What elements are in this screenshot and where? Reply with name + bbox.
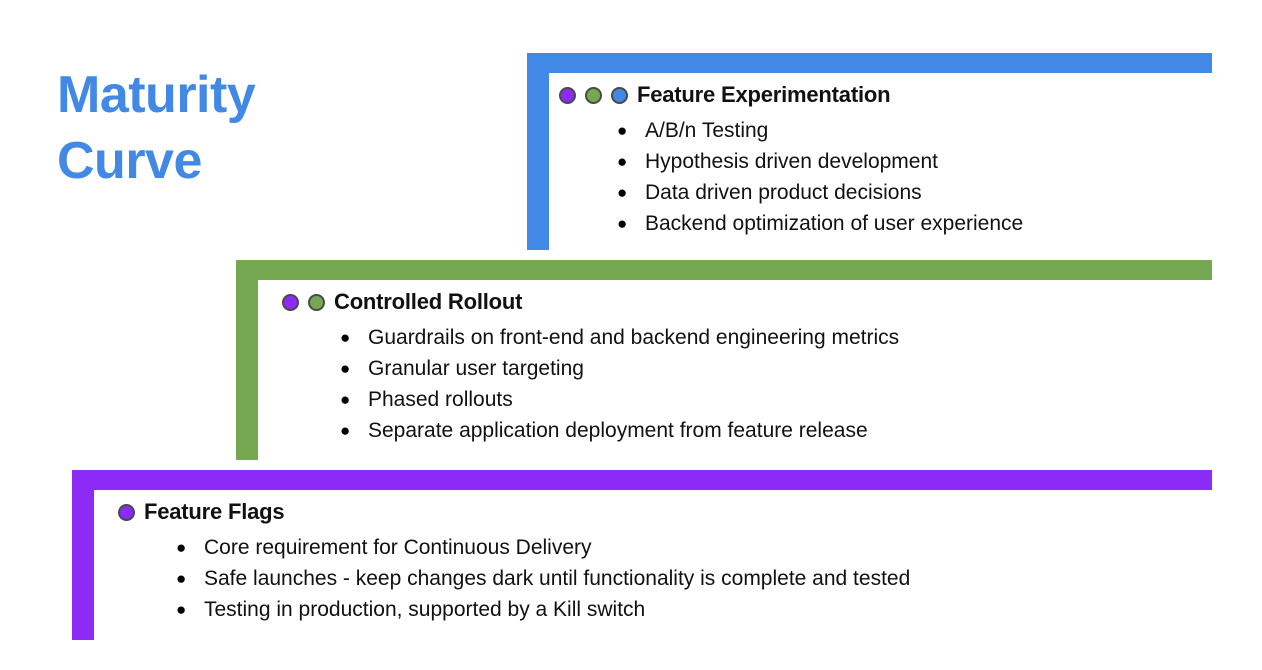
- tier-bullet-list: ● Core requirement for Continuous Delive…: [118, 532, 910, 625]
- bullet-dot-icon: ●: [176, 538, 187, 557]
- list-item-label: Data driven product decisions: [645, 181, 922, 204]
- tier-bullet-list: ● Guardrails on front-end and backend en…: [282, 322, 899, 446]
- purple-dot-icon: [118, 503, 135, 521]
- bullet-dot-icon: ●: [340, 390, 351, 409]
- tier-feature-experimentation: Feature Experimentation ● A/B/n Testing …: [527, 53, 1212, 250]
- tier-dot-group: [559, 86, 628, 104]
- tier-bracket-top-bar: [236, 260, 1212, 280]
- bullet-dot-icon: ●: [617, 121, 628, 140]
- green-dot-icon: [585, 86, 602, 104]
- list-item-label: Granular user targeting: [368, 357, 584, 380]
- bullet-dot-icon: ●: [617, 152, 628, 171]
- list-item: ● Separate application deployment from f…: [322, 415, 899, 446]
- tier-controlled-rollout: Controlled Rollout ● Guardrails on front…: [236, 260, 1212, 460]
- page-title-line-1: Maturity: [57, 66, 256, 124]
- list-item-label: Backend optimization of user experience: [645, 212, 1024, 235]
- tier-content: Controlled Rollout ● Guardrails on front…: [258, 280, 899, 446]
- list-item: ● Core requirement for Continuous Delive…: [158, 532, 910, 563]
- bullet-dot-icon: ●: [340, 328, 351, 347]
- bullet-dot-icon: ●: [176, 600, 187, 619]
- tier-bullet-list: ● A/B/n Testing ● Hypothesis driven deve…: [559, 115, 1023, 239]
- tier-bracket-left-bar: [72, 470, 94, 640]
- bullet-dot-icon: ●: [617, 214, 628, 233]
- purple-dot-icon: [282, 293, 299, 311]
- bullet-dot-icon: ●: [176, 569, 187, 588]
- list-item-label: Safe launches - keep changes dark until …: [204, 567, 911, 590]
- page-title: Maturity Curve: [57, 62, 357, 194]
- bullet-dot-icon: ●: [617, 183, 628, 202]
- tier-bracket-left-bar: [527, 53, 549, 250]
- tier-bracket-top-bar: [527, 53, 1212, 73]
- list-item: ● Backend optimization of user experienc…: [599, 208, 1023, 239]
- blue-dot-icon: [611, 86, 628, 104]
- list-item-label: Testing in production, supported by a Ki…: [204, 598, 646, 621]
- list-item: ● Guardrails on front-end and backend en…: [322, 322, 899, 353]
- tier-title: Feature Flags: [144, 499, 285, 524]
- list-item-label: Guardrails on front-end and backend engi…: [368, 326, 900, 349]
- list-item-label: Core requirement for Continuous Delivery: [204, 536, 592, 559]
- tier-header: Feature Experimentation: [559, 80, 1023, 110]
- tier-bracket-top-bar: [72, 470, 1212, 490]
- bullet-dot-icon: ●: [340, 359, 351, 378]
- tier-content: Feature Flags ● Core requirement for Con…: [94, 490, 910, 625]
- list-item: ● Phased rollouts: [322, 384, 899, 415]
- tier-dot-group: [118, 503, 135, 521]
- tier-header: Controlled Rollout: [282, 287, 899, 317]
- bullet-dot-icon: ●: [340, 421, 351, 440]
- list-item: ● Granular user targeting: [322, 353, 899, 384]
- list-item-label: A/B/n Testing: [645, 119, 769, 142]
- list-item: ● Data driven product decisions: [599, 177, 1023, 208]
- tier-content: Feature Experimentation ● A/B/n Testing …: [549, 73, 1023, 239]
- tier-header: Feature Flags: [118, 497, 910, 527]
- list-item: ● Hypothesis driven development: [599, 146, 1023, 177]
- list-item-label: Hypothesis driven development: [645, 150, 938, 173]
- purple-dot-icon: [559, 86, 576, 104]
- list-item: ● A/B/n Testing: [599, 115, 1023, 146]
- tier-feature-flags: Feature Flags ● Core requirement for Con…: [72, 470, 1212, 670]
- tier-bracket-left-bar: [236, 260, 258, 460]
- list-item-label: Phased rollouts: [368, 388, 513, 411]
- list-item: ● Safe launches - keep changes dark unti…: [158, 563, 910, 594]
- list-item-label: Separate application deployment from fea…: [368, 419, 868, 442]
- green-dot-icon: [308, 293, 325, 311]
- tier-title: Controlled Rollout: [334, 289, 523, 314]
- tier-title: Feature Experimentation: [637, 82, 891, 107]
- list-item: ● Testing in production, supported by a …: [158, 594, 910, 625]
- page-title-line-2: Curve: [57, 132, 202, 191]
- tier-dot-group: [282, 293, 325, 311]
